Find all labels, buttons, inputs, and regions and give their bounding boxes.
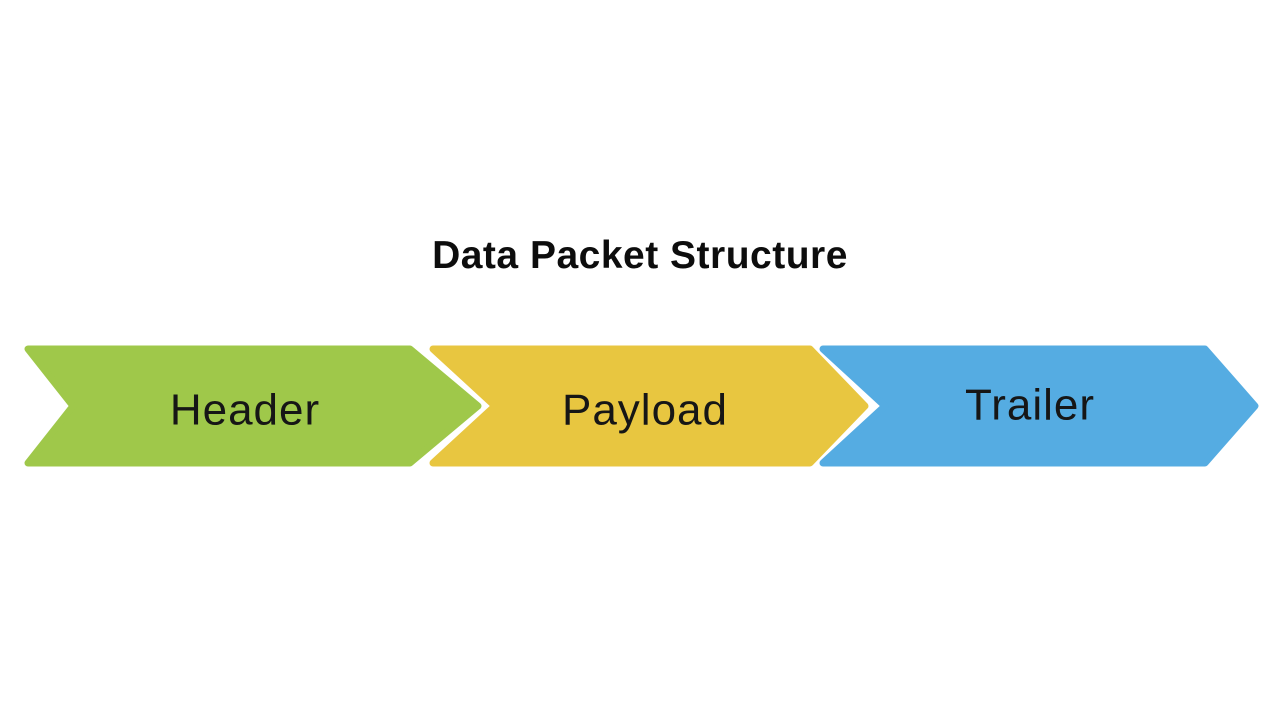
chevron-label-payload: Payload (562, 386, 728, 435)
chevron-label-trailer: Trailer (965, 381, 1095, 430)
chevron-shape-header (24, 345, 482, 467)
chevron-shape-trailer (819, 345, 1259, 467)
diagram-title: Data Packet Structure (432, 234, 848, 277)
chevron-segment-trailer: Trailer (819, 345, 1259, 467)
chevron-segment-header: Header (24, 345, 482, 467)
chevron-label-header: Header (170, 386, 320, 435)
chevron-shape-payload (429, 345, 869, 467)
chevron-segment-payload: Payload (429, 345, 869, 467)
